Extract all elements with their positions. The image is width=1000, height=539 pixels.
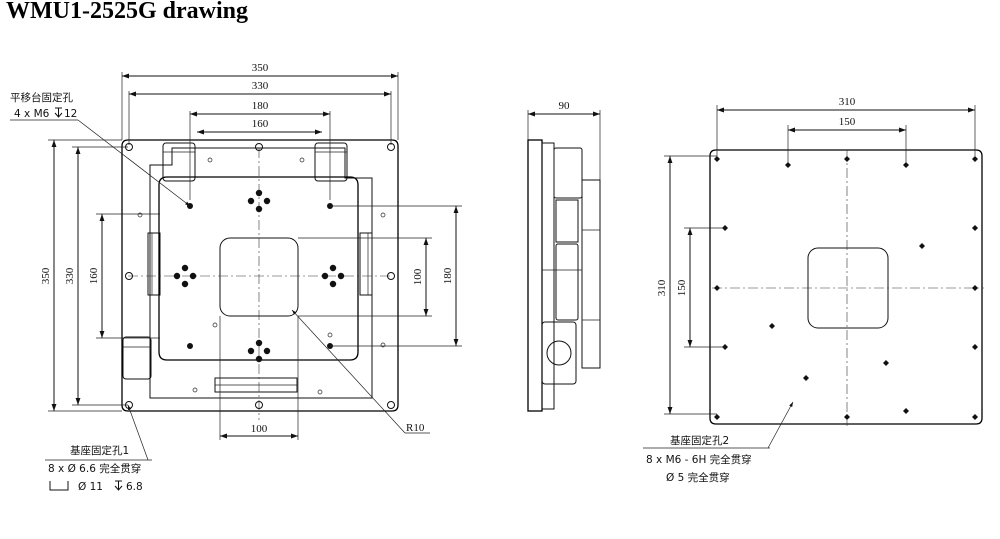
- dim-bottom-width-150: 150: [839, 116, 856, 128]
- note-base-holes1-spec: 8 x Ø 6.6 完全贯穿: [48, 462, 141, 475]
- side-view: 90: [527, 100, 601, 412]
- dim-bottom-width-310: 310: [839, 96, 856, 108]
- dim-bottom-height-150: 150: [676, 279, 688, 296]
- dim-right-180: 180: [442, 267, 454, 284]
- note-base-holes2-thru: Ø 5 完全贯穿: [666, 471, 730, 484]
- page-title: WMU1-2525G drawing: [6, 0, 248, 24]
- dim-height-330: 330: [64, 267, 76, 284]
- dim-width-160: 160: [252, 118, 269, 130]
- note-stage-holes-depth: 12: [64, 108, 77, 120]
- dim-right-100: 100: [412, 268, 424, 285]
- note-stage-holes-title: 平移台固定孔: [10, 91, 73, 104]
- note-stage-holes-spec: 4 x M6: [14, 108, 50, 120]
- note-base-holes1-title: 基座固定孔1: [70, 444, 129, 457]
- note-base-holes2-title: 基座固定孔2: [670, 434, 729, 447]
- dim-height-350: 350: [40, 267, 52, 284]
- counterbore-icon: [49, 481, 69, 491]
- dim-width-180: 180: [252, 100, 269, 112]
- dim-height-160: 160: [88, 267, 100, 284]
- front-view: 350 330 180 160 350 330 160 180 100 100: [10, 62, 462, 493]
- dim-bottom-height-310: 310: [656, 279, 668, 296]
- bottom-view: 310 150 310 150 基座固定孔2 8 x M6 - 6H 完全贯穿 …: [643, 96, 984, 484]
- depth-icon: [114, 480, 123, 491]
- radius-label: R10: [406, 422, 425, 434]
- dim-side-90: 90: [559, 100, 571, 112]
- note-base-holes2-spec: 8 x M6 - 6H 完全贯穿: [646, 453, 752, 466]
- note-base-holes1-depth: 6.8: [126, 481, 143, 493]
- note-base-holes1-cbore: Ø 11: [78, 481, 103, 493]
- dim-width-330: 330: [252, 80, 269, 92]
- dim-bottom-100: 100: [251, 423, 268, 435]
- depth-icon: [54, 107, 63, 118]
- dim-width-350: 350: [252, 62, 269, 74]
